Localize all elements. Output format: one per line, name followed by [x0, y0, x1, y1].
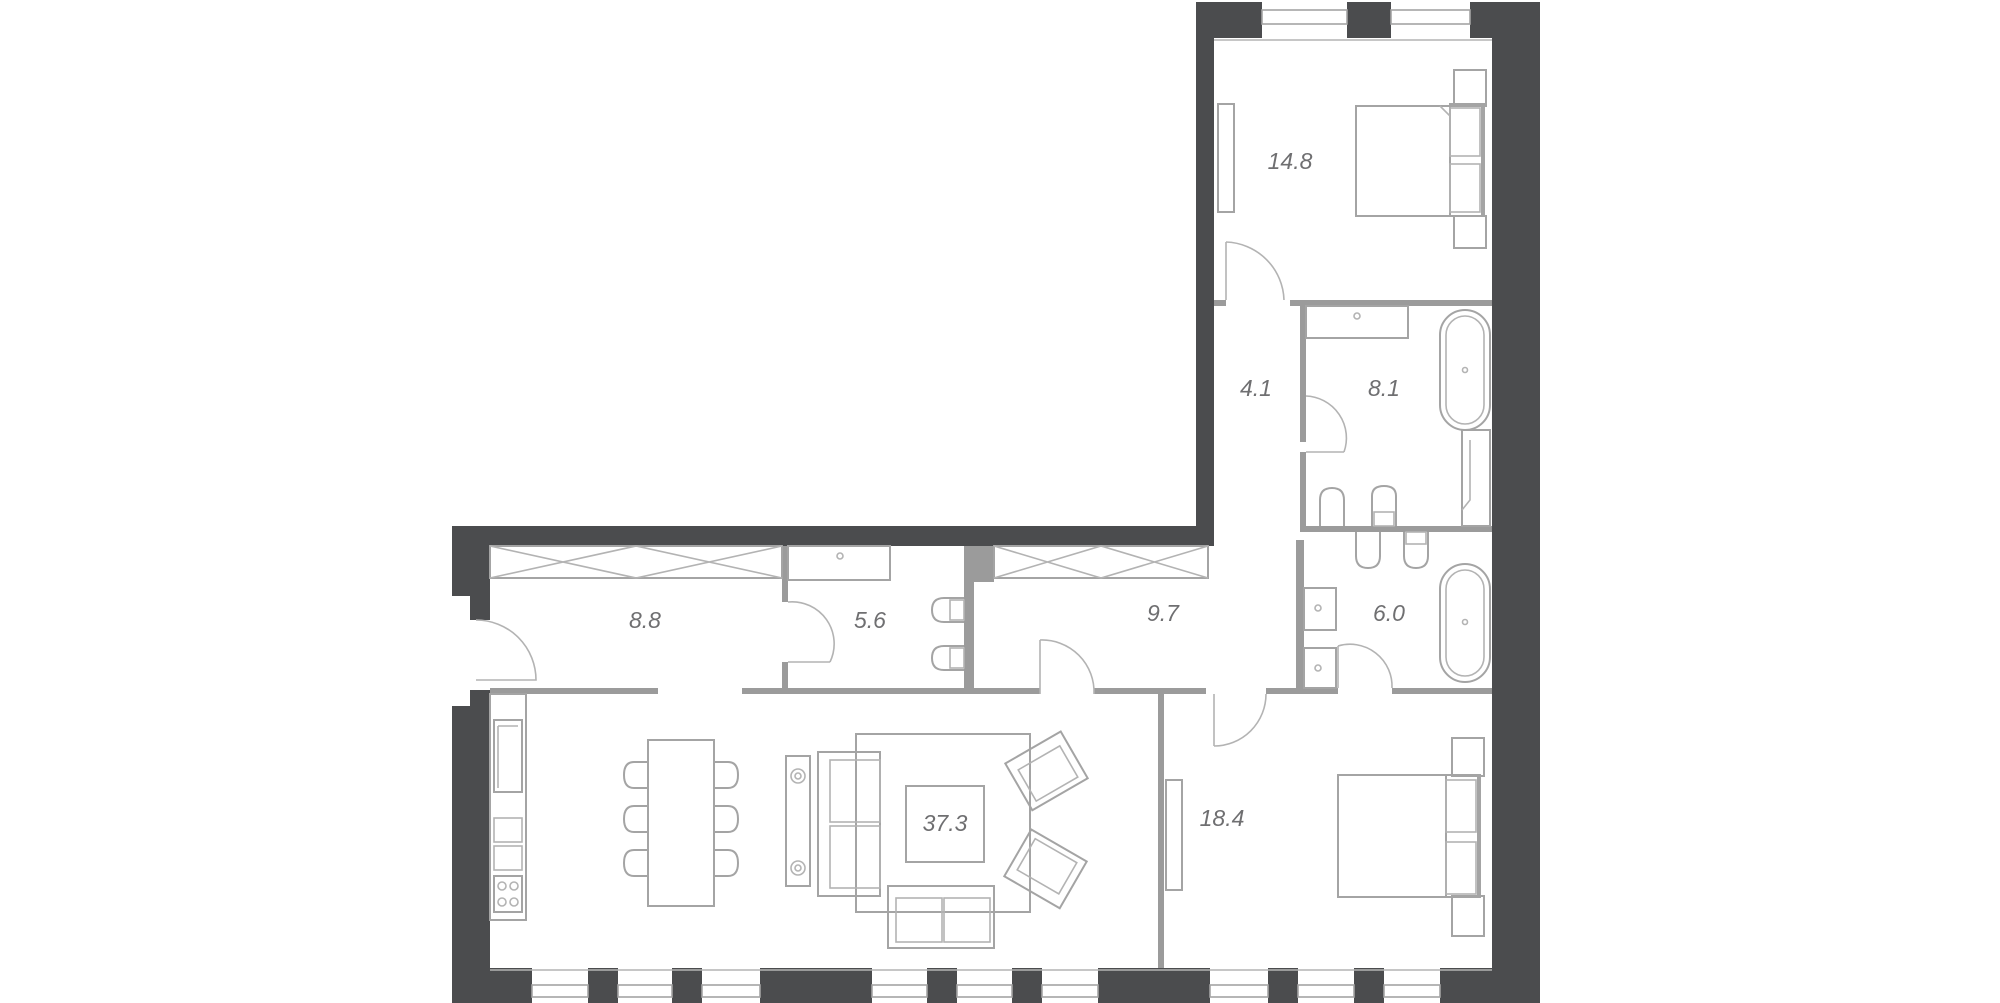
room-area-bedroom-bottom: 18.4 [1200, 805, 1245, 831]
bidet-icon [1403, 531, 1429, 570]
bathtub-icon [1439, 563, 1491, 683]
sink-icon [1305, 305, 1409, 339]
rug [855, 733, 1031, 913]
kitchen-counter-icon [489, 693, 527, 921]
toilet-icon [930, 597, 965, 623]
side-table [785, 755, 811, 887]
room-area-bedroom-top: 14.8 [1268, 148, 1313, 174]
bidet-icon [930, 645, 965, 671]
exterior-walls [452, 2, 1540, 1003]
room-labels: 14.8 4.1 8.1 8.8 5.6 9.7 6.0 37.3 18.4 [629, 148, 1405, 836]
bathtub-icon [1439, 309, 1491, 431]
room-area-corridor: 4.1 [1240, 375, 1272, 401]
sink-icon [1303, 587, 1337, 689]
bathroom-top-fixtures [1305, 305, 1491, 527]
door-icon [475, 241, 1393, 747]
window-icon [490, 9, 1492, 998]
bed-icon [1337, 69, 1487, 937]
room-area-hall: 9.7 [1147, 600, 1180, 626]
room-area-entry-hall: 8.8 [629, 607, 661, 633]
partitions [490, 300, 1492, 968]
room-area-guest-wc: 5.6 [854, 607, 886, 633]
room-area-bathroom-bottom: 6.0 [1373, 600, 1405, 626]
bathroom-bottom-fixtures [1303, 531, 1491, 689]
armchair-icon [1002, 730, 1090, 910]
guest-wc-fixtures [787, 545, 965, 671]
sink-icon [787, 545, 891, 581]
room-area-bathroom-top: 8.1 [1368, 375, 1400, 401]
chair-icon [622, 761, 740, 877]
dining-table-icon [647, 739, 715, 907]
stove-icon [493, 875, 523, 913]
room-area-living-kitchen: 37.3 [923, 810, 968, 836]
toilet-icon [1319, 484, 1397, 527]
toilet-icon [1355, 532, 1381, 570]
shower-icon [1461, 429, 1491, 527]
sofa-icon [817, 751, 995, 949]
wardrobe-icon [489, 103, 1235, 891]
